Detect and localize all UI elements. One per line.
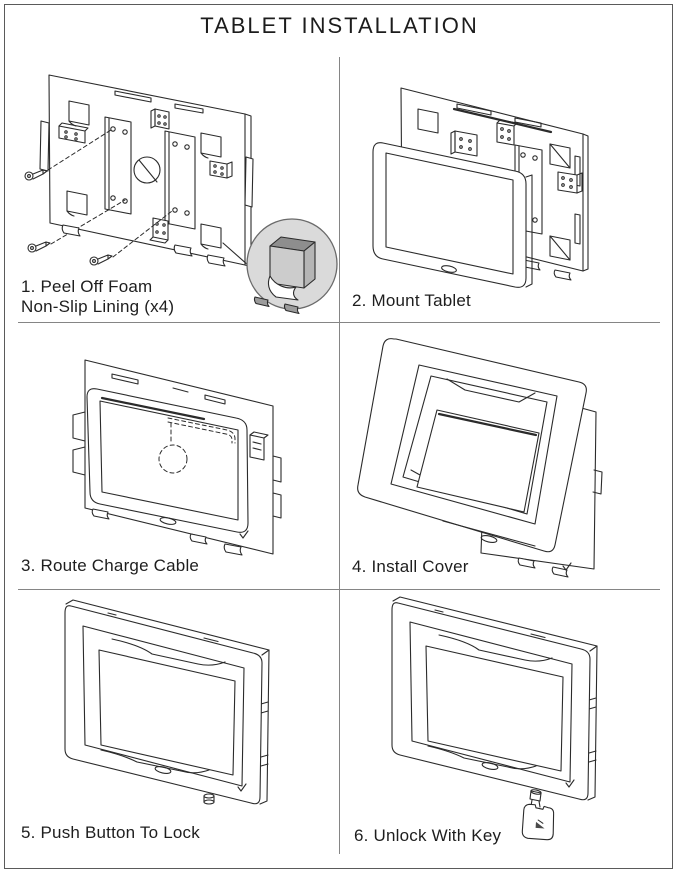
tablet-screen: [425, 645, 564, 772]
caption-step-3-line-1: 3. Route Charge Cable: [21, 556, 200, 575]
illustration-step-1-peel-foam: [24, 74, 338, 315]
caption-step-4: 4. Install Cover: [352, 557, 469, 577]
caption-step-1-line-1: 1. Peel Off Foam: [21, 277, 153, 296]
lock-button: [203, 793, 215, 805]
caption-step-3: 3. Route Charge Cable: [21, 556, 199, 576]
tablet-through-window: [416, 409, 540, 513]
home-button: [154, 766, 172, 774]
caption-step-2-line-1: 2. Mount Tablet: [352, 291, 471, 310]
illustration-step-2-mount-tablet: [372, 87, 589, 288]
caption-step-6: 6. Unlock With Key: [354, 826, 501, 846]
key-icon: [521, 789, 555, 841]
foam-pads: [66, 100, 222, 250]
corner-brackets: [58, 108, 233, 244]
foam-peel-curl: [267, 275, 299, 301]
page-title: TABLET INSTALLATION: [200, 13, 479, 38]
home-button: [480, 535, 498, 543]
home-button: [159, 517, 177, 525]
bottom-tabs: [61, 224, 226, 267]
illustration-step-3-route-cable: [72, 359, 282, 556]
cable-route-dashed: [158, 417, 236, 474]
magnifier-detail: [222, 218, 338, 315]
illustration-step-5-push-button: [64, 599, 270, 805]
column-divider: [339, 57, 340, 854]
enclosure: [64, 599, 270, 805]
screws: [24, 129, 173, 266]
home-button: [441, 265, 457, 273]
caption-step-5: 5. Push Button To Lock: [21, 823, 200, 843]
home-button: [481, 762, 499, 770]
tablet-bottom-strip: [442, 520, 572, 571]
row-divider-1: [18, 322, 660, 323]
illustration-step-6-unlock-key: [391, 596, 598, 841]
caption-step-5-line-1: 5. Push Button To Lock: [21, 823, 200, 842]
caption-step-4-line-1: 4. Install Cover: [352, 557, 469, 576]
tablet: [372, 142, 533, 288]
cable-hole: [133, 156, 161, 184]
charge-connector: [239, 431, 269, 539]
row-divider-2: [18, 589, 660, 590]
caption-step-6-line-1: 6. Unlock With Key: [354, 826, 502, 845]
caption-step-1: 1. Peel Off Foam Non-Slip Lining (x4): [21, 277, 174, 316]
illustration-step-4-install-cover: [357, 338, 603, 578]
enclosure: [391, 596, 598, 801]
caption-step-2: 2. Mount Tablet: [352, 291, 471, 311]
page-border: [4, 4, 673, 869]
tablet-screen: [99, 400, 239, 521]
tablet-screen: [98, 649, 236, 776]
tablet-screen: [385, 152, 514, 275]
mounting-rails: [104, 116, 196, 230]
caption-step-1-line-2: Non-Slip Lining (x4): [21, 296, 175, 316]
mounted-tablet: [86, 388, 249, 533]
